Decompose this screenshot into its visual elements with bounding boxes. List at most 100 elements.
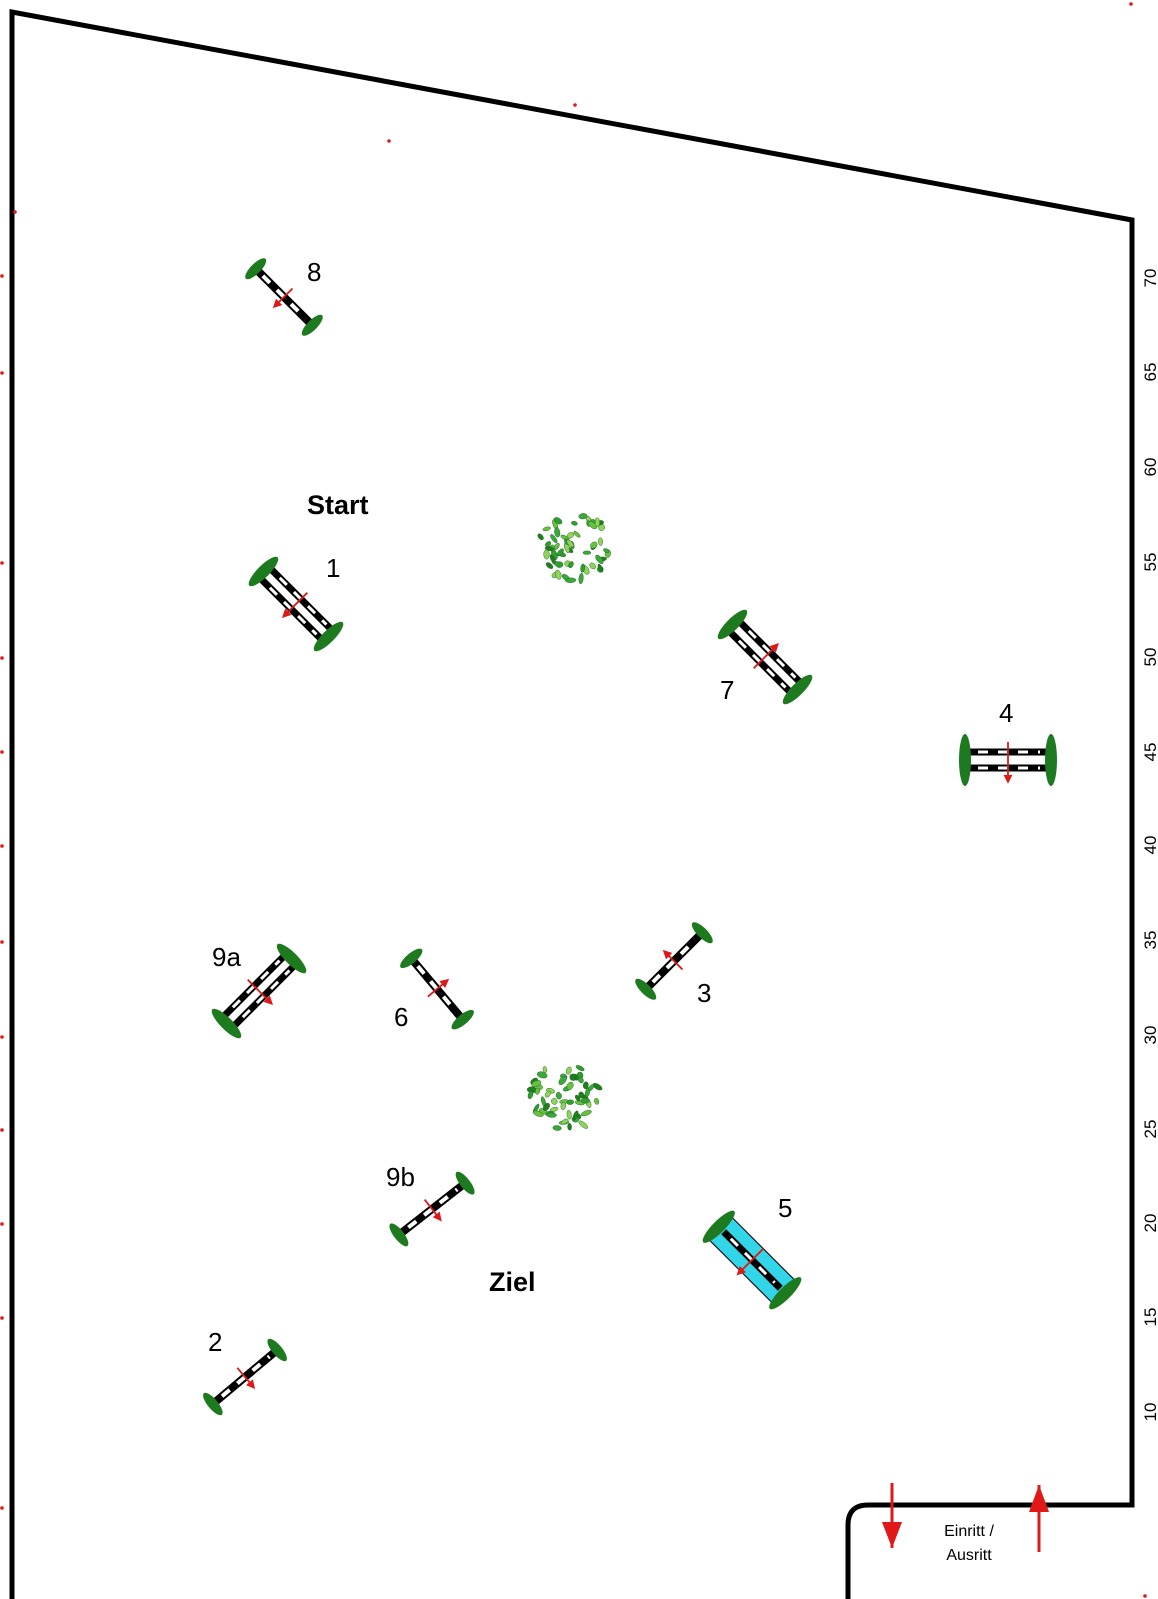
obstacle-number: 8: [307, 257, 321, 287]
shrub-leaf: [580, 1110, 592, 1117]
scale-mark: 10: [1141, 1403, 1158, 1422]
obstacle-number: 3: [697, 978, 711, 1008]
scale-mark: 15: [1141, 1308, 1158, 1327]
shrub-leaf: [549, 554, 556, 565]
shrub-leaf: [565, 577, 577, 583]
shrub-leaf: [544, 1090, 551, 1098]
scale-mark: 30: [1141, 1026, 1158, 1045]
shrub-leaf: [597, 563, 604, 573]
shrub-leaf: [537, 533, 544, 541]
shrub-leaf: [575, 1065, 585, 1071]
scale-mark: 25: [1141, 1120, 1158, 1139]
shrub-leaf: [566, 1109, 572, 1120]
scale-mark: 20: [1141, 1214, 1158, 1233]
obstacle-3: [635, 922, 713, 1000]
shrub-leaf: [566, 1081, 574, 1090]
obstacle-7: [717, 609, 813, 705]
shrub-leaf: [550, 534, 558, 543]
shrub-leaf: [568, 561, 574, 569]
shrub-leaf: [571, 521, 578, 526]
shrub-leaf: [578, 1120, 589, 1129]
scale-mark: 50: [1141, 648, 1158, 667]
obstacle-number: 7: [720, 675, 734, 705]
shrub-leaf: [554, 569, 562, 580]
entry-arrowhead: [882, 1522, 902, 1548]
shrub-leaf: [532, 1110, 544, 1117]
shrub-leaf: [598, 537, 603, 546]
shrub-leaf: [545, 562, 554, 569]
shrub-icon: [537, 513, 611, 585]
obstacle-number: 5: [778, 1193, 792, 1223]
shrub-leaf: [574, 1094, 581, 1102]
obstacle-number: 1: [326, 553, 340, 583]
shrub-leaf: [549, 1107, 559, 1112]
scale-mark: 65: [1141, 363, 1158, 382]
scale-mark: 40: [1141, 836, 1158, 855]
shrub-leaf: [594, 1097, 600, 1105]
obstacle-9a: [211, 943, 307, 1039]
gate-label-line2: Ausritt: [946, 1547, 992, 1564]
shrub-leaf: [543, 549, 550, 560]
shrub-leaf: [552, 1125, 562, 1131]
scale: 10 15 20 25 30 35 40 45 50 55 60 65 70: [1141, 269, 1158, 1422]
obstacle-8: [245, 258, 323, 336]
scale-mark: 70: [1141, 269, 1158, 288]
shrub-leaf: [578, 1091, 585, 1099]
shrub-leaf: [553, 517, 563, 525]
scale-mark: 45: [1141, 743, 1158, 762]
scale-mark: 60: [1141, 458, 1158, 477]
obstacle-5: [702, 1210, 802, 1310]
shrub-leaf: [565, 1066, 572, 1075]
scale-mark: 35: [1141, 931, 1158, 950]
shrub-leaf: [572, 1110, 579, 1121]
shrub-leaf: [555, 1092, 562, 1100]
shrub-leaf: [573, 531, 581, 538]
shrub-leaf: [598, 524, 606, 531]
shrub-leaf: [542, 1102, 550, 1111]
shrub-leaf: [558, 1075, 567, 1085]
obstacle-number: 4: [999, 698, 1013, 728]
obstacle-1: [248, 556, 344, 652]
obstacle-4: [959, 734, 1057, 786]
shrub-leaf: [588, 1084, 595, 1091]
shrub-leaf: [578, 513, 588, 520]
scale-mark: 55: [1141, 553, 1158, 572]
obstacle-number: 6: [394, 1002, 408, 1032]
shrub-leaf: [551, 1098, 558, 1105]
shrub-leaf: [553, 542, 560, 550]
shrub-leaf: [536, 1071, 548, 1079]
shrub-leaf: [603, 548, 610, 553]
shrub-leaf: [592, 1083, 603, 1091]
shrub-leaf: [555, 561, 564, 568]
shrub-leaf: [580, 1097, 590, 1104]
start-label: Start: [307, 490, 369, 520]
obstacle-2: [203, 1338, 287, 1416]
shrub-leaf: [546, 1112, 557, 1118]
shrub-leaf: [544, 546, 554, 551]
shrub-leaf: [580, 563, 585, 573]
shrub-leaf: [566, 539, 574, 548]
shrub-leaf: [589, 562, 596, 570]
shrub-leaf: [566, 1099, 574, 1105]
arena-boundary: [9, 8, 1135, 1599]
shrub-leaf: [576, 1071, 584, 1079]
obstacle-6: [400, 948, 474, 1030]
shrub-leaf: [590, 541, 598, 549]
gate-arrows: [882, 1483, 1049, 1552]
shrub-leaf: [595, 554, 604, 565]
obstacle-number: 9b: [386, 1162, 415, 1192]
shrub-leaf: [545, 541, 552, 547]
shrub-leaf: [560, 1102, 566, 1111]
shrub-icon: [526, 1065, 603, 1131]
shrub-leaf: [527, 1090, 534, 1100]
shrub-leaf: [560, 1118, 569, 1125]
shrub-leaf: [578, 572, 584, 585]
obstacle-9b: [389, 1171, 475, 1247]
shrub-leaf: [582, 1081, 589, 1090]
shrub-leaf: [582, 550, 592, 555]
shrub-leaf: [531, 1080, 542, 1087]
shrub-leaf: [556, 548, 564, 557]
gate-label-line1: Einritt /: [944, 1523, 994, 1540]
